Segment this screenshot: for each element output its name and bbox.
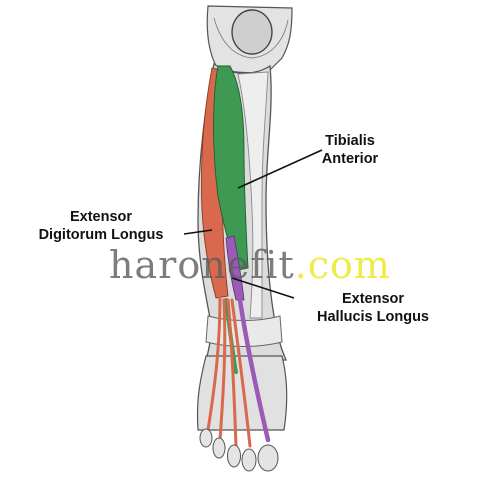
label-extensor-hallucis-longus-line1: Extensor	[341, 291, 405, 307]
label-tibialis-anterior-line2: Anterior	[321, 151, 379, 167]
tibialis-anterior-pointer	[237, 149, 323, 189]
extensor-digitorum-longus-pointer	[183, 229, 213, 235]
label-extensor-digitorum-longus-line1: Extensor	[69, 209, 133, 225]
toes	[199, 428, 279, 472]
label-tibialis-anterior: Tibialis Anterior	[300, 132, 400, 168]
label-extensor-hallucis-longus: Extensor Hallucis Longus	[298, 290, 448, 326]
extensor-hallucis-longus-muscle	[225, 235, 245, 301]
tendons	[206, 296, 271, 448]
watermark-tld: .com	[294, 243, 391, 287]
label-tibialis-anterior-line1: Tibialis	[325, 133, 375, 149]
patella	[231, 9, 273, 55]
watermark: haronefit.com	[0, 243, 500, 287]
extensor-hallucis-longus-pointer	[231, 277, 295, 299]
label-extensor-digitorum-longus-line2: Digitorum Longus	[38, 227, 164, 243]
tibia-shaft	[237, 71, 269, 319]
watermark-name: haronefit	[109, 243, 295, 287]
knee	[206, 5, 293, 74]
label-extensor-digitorum-longus: Extensor Digitorum Longus	[16, 208, 186, 244]
foot	[196, 355, 288, 431]
label-extensor-hallucis-longus-line2: Hallucis Longus	[317, 309, 429, 325]
tibialis-anterior-muscle	[213, 65, 249, 271]
